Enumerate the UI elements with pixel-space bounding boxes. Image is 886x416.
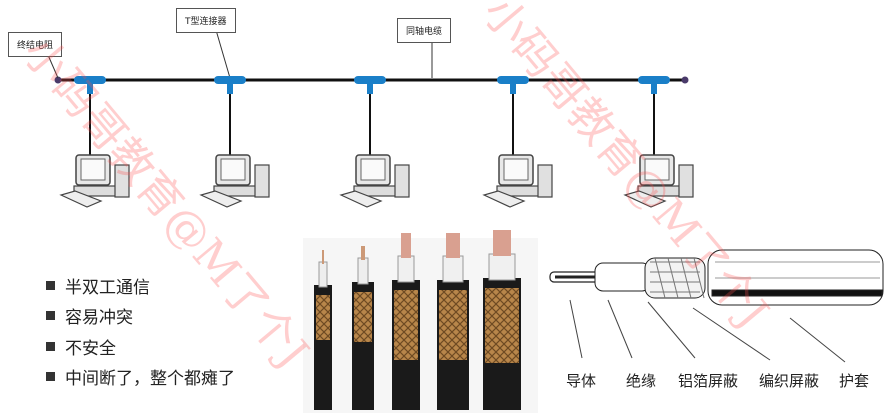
bullet-icon — [46, 341, 55, 351]
list-item-text: 不安全 — [65, 338, 116, 359]
list-item: 半双工通信 — [46, 270, 235, 301]
bullet-icon — [46, 372, 55, 382]
coax-cable-photos — [303, 230, 538, 413]
t-connectors — [74, 76, 670, 94]
list-item-text: 中间断了，整个都瘫了 — [65, 369, 235, 390]
computer-icon — [60, 154, 130, 208]
terminator-right — [681, 76, 689, 84]
bullet-icon — [46, 311, 55, 321]
bullet-icon — [46, 280, 55, 290]
terminator-left — [54, 76, 62, 84]
part-conductor: 导体 — [566, 372, 597, 390]
feature-list: 半双工通信 容易冲突 不安全 中间断了，整个都瘫了 — [46, 270, 235, 392]
list-item: 不安全 — [46, 331, 235, 362]
list-item-text: 半双工通信 — [65, 277, 150, 298]
part-foil-shield: 铝箔屏蔽 — [678, 372, 739, 390]
part-braid-shield: 编织屏蔽 — [759, 372, 820, 390]
computer-icon — [483, 154, 553, 208]
part-jacket: 护套 — [839, 372, 870, 390]
list-item: 容易冲突 — [46, 301, 235, 332]
computer-icon — [340, 154, 410, 208]
list-item: 中间断了，整个都瘫了 — [46, 362, 235, 393]
t-connector-label: T型连接器 — [176, 8, 236, 33]
coax-cable-label: 同轴电缆 — [397, 18, 452, 43]
list-item-text: 容易冲突 — [65, 308, 133, 329]
terminator-label: 终结电阻 — [8, 32, 63, 57]
computer-icon — [624, 154, 694, 208]
computer-icon — [200, 154, 270, 208]
part-insulation: 绝缘 — [626, 372, 657, 390]
coax-structure-drawing — [549, 249, 884, 363]
